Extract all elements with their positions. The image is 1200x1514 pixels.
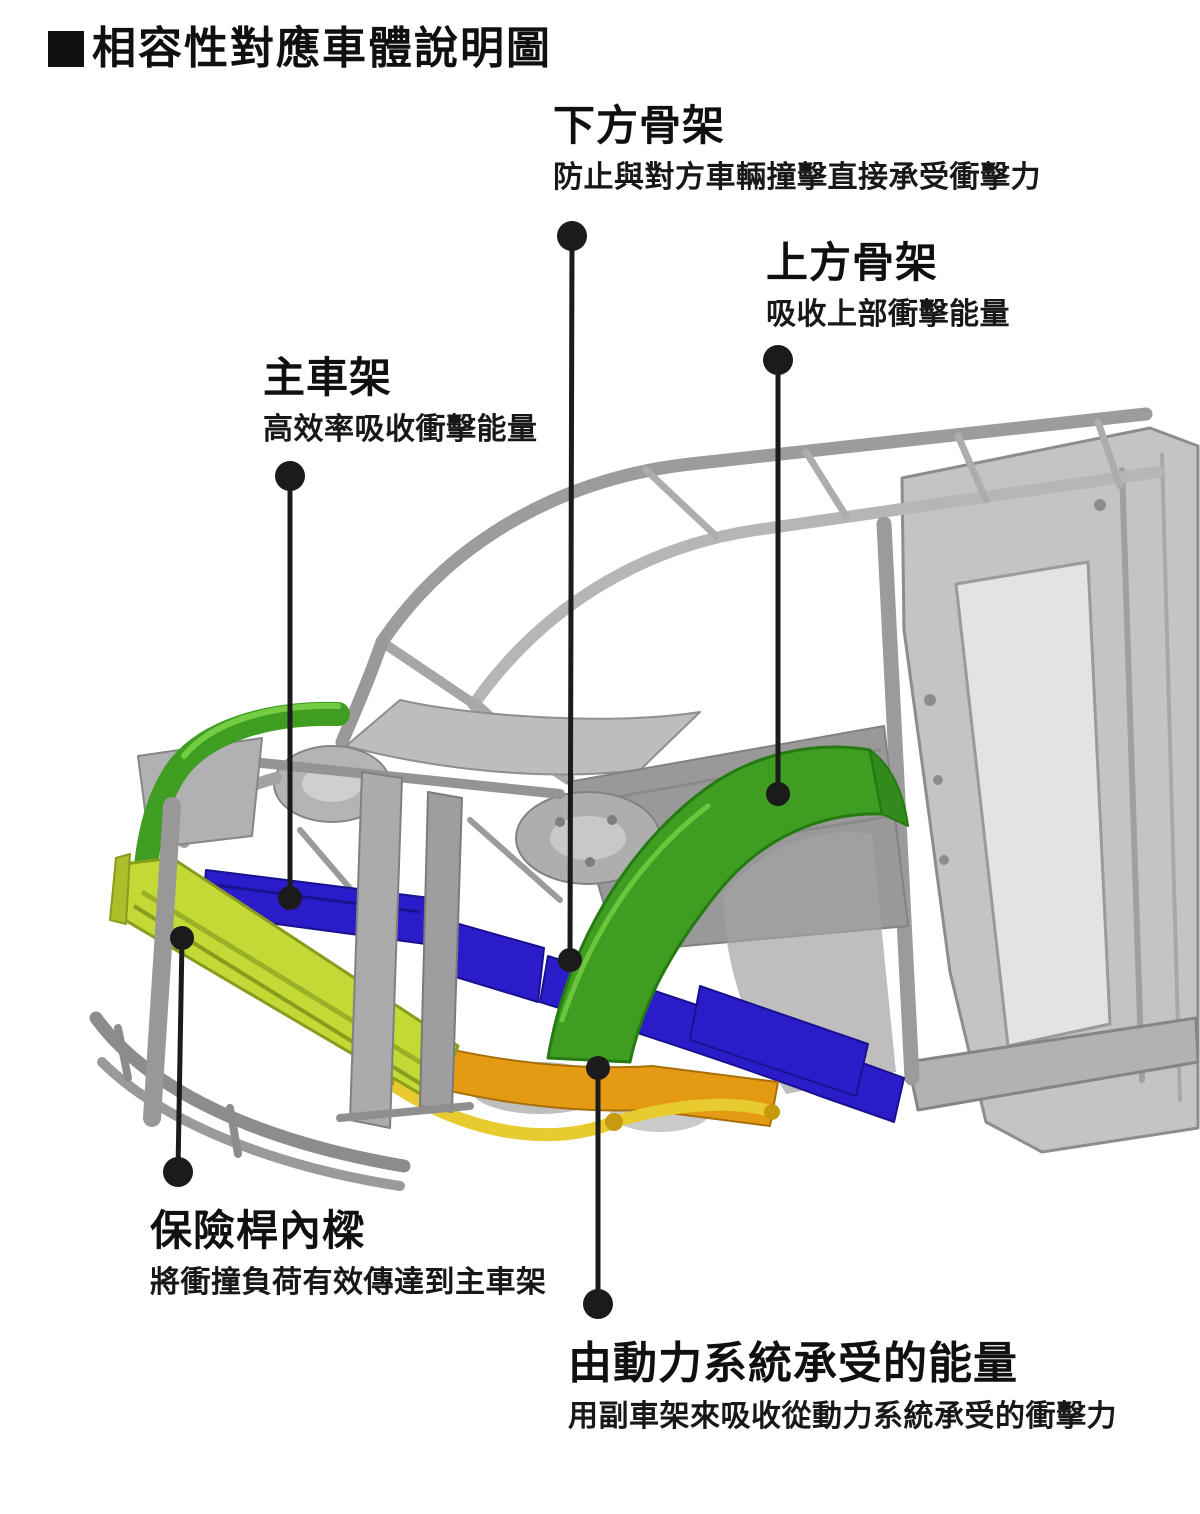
leader-dot xyxy=(278,886,302,910)
body-hole xyxy=(924,694,936,706)
leader-dot xyxy=(163,1157,193,1187)
callout-bumper-beam-desc: 將衝撞負荷有效傳達到主車架 xyxy=(150,1266,547,1300)
roof-rail-far xyxy=(375,407,1153,649)
main-frame-rear-patch xyxy=(689,985,869,1097)
rocker-sill xyxy=(906,1016,1200,1112)
leader-dot xyxy=(583,1289,613,1319)
main-frame-mid-patch xyxy=(445,921,545,1003)
leader-dot xyxy=(586,1056,610,1080)
roof-bow xyxy=(1094,418,1124,490)
cowl-panel xyxy=(345,699,701,776)
figure-title: 相容性對應車體說明圖 xyxy=(92,24,552,73)
a-pillar-far xyxy=(335,635,389,749)
callout-main-frame-label: 主車架 xyxy=(263,354,393,401)
subframe-joint xyxy=(605,1113,623,1131)
corner-upright xyxy=(143,797,181,1127)
bay-cross-member xyxy=(247,757,565,799)
callout-main-frame-desc: 高效率吸收衝擊能量 xyxy=(263,413,538,447)
callout-upper-frame: 上方骨架 吸收上部衝擊能量 xyxy=(766,239,1010,333)
callout-lower-frame-desc: 防止與對方車輛撞擊直接承受衝擊力 xyxy=(553,161,1041,195)
bay-brace xyxy=(467,817,563,903)
callout-line-lower-frame xyxy=(557,221,587,972)
front-structure-foreground xyxy=(143,771,474,1129)
upper-frame-part xyxy=(134,701,909,1064)
leader-dot xyxy=(763,345,793,375)
upper-frame-left-apron xyxy=(134,701,350,878)
rear-quarter-line xyxy=(1160,453,1182,1102)
roof-bow xyxy=(642,466,720,540)
valence-tie xyxy=(226,1104,242,1158)
leader-dot xyxy=(557,221,587,251)
callout-bumper-beam-label: 保險桿內樑 xyxy=(150,1207,366,1254)
callout-line-bumper-beam xyxy=(163,926,194,1187)
bumper-beam-end-cap xyxy=(109,853,131,925)
callout-line-upper-frame xyxy=(763,345,793,806)
callout-bumper-beam: 保險桿內樑 將衝撞負荷有效傳達到主車架 xyxy=(150,1207,547,1301)
subframe-arm-rear xyxy=(608,1098,780,1128)
subframe-joint xyxy=(764,1104,780,1120)
radiator-support-left xyxy=(349,771,403,1129)
upper-frame-fender-flange xyxy=(869,749,909,827)
callout-main-frame: 主車架 高效率吸收衝擊能量 xyxy=(263,354,538,448)
callout-powertrain-label: 由動力系統承受的能量 xyxy=(568,1339,1018,1388)
callout-lines xyxy=(163,221,793,1319)
roof-bow xyxy=(954,432,990,504)
radiator-support-right xyxy=(419,791,463,1113)
leader-dot xyxy=(558,948,582,972)
callout-powertrain: 由動力系統承受的能量 用副車架來吸收從動力系統承受的衝擊力 xyxy=(568,1339,1117,1435)
door-aperture xyxy=(954,560,1112,1048)
strut-bolt xyxy=(585,857,595,867)
lower-valence-bar xyxy=(97,1057,405,1191)
leader-dot xyxy=(766,782,790,806)
upper-frame-fender-swoosh xyxy=(546,745,884,1064)
callout-lower-frame-label: 下方骨架 xyxy=(553,102,726,149)
body-hole xyxy=(1094,499,1106,511)
upper-frame-swoosh-highlight xyxy=(559,803,711,1023)
roof-rail-near xyxy=(468,466,1164,710)
valence-tie xyxy=(114,1024,132,1082)
roof-bow xyxy=(802,448,850,520)
title-bullet-icon xyxy=(48,31,84,68)
callout-upper-frame-desc: 吸收上部衝擊能量 xyxy=(766,298,1010,332)
callout-lower-frame: 下方骨架 防止與對方車輛撞擊直接承受衝擊力 xyxy=(553,102,1041,196)
callout-line-powertrain xyxy=(583,1056,613,1319)
radiator-lower-cross xyxy=(336,1102,474,1122)
leader-dot xyxy=(275,461,305,491)
body-hole xyxy=(939,855,949,865)
figure-title-row: 相容性對應車體說明圖 xyxy=(48,24,552,73)
callout-powertrain-desc: 用副車架來吸收從動力系統承受的衝擊力 xyxy=(568,1400,1117,1434)
callout-upper-frame-label: 上方骨架 xyxy=(766,239,939,286)
body-hole xyxy=(933,775,943,785)
callout-line-main-frame xyxy=(275,461,305,910)
subframe-arm-front xyxy=(379,1073,621,1142)
upper-frame-left-apron-highlight xyxy=(181,702,341,759)
windshield-header xyxy=(377,637,479,709)
strut-bolt xyxy=(555,817,565,827)
rear-pillar-line xyxy=(1119,467,1145,1083)
leader-dot xyxy=(170,926,194,950)
strut-bolt xyxy=(607,815,617,825)
